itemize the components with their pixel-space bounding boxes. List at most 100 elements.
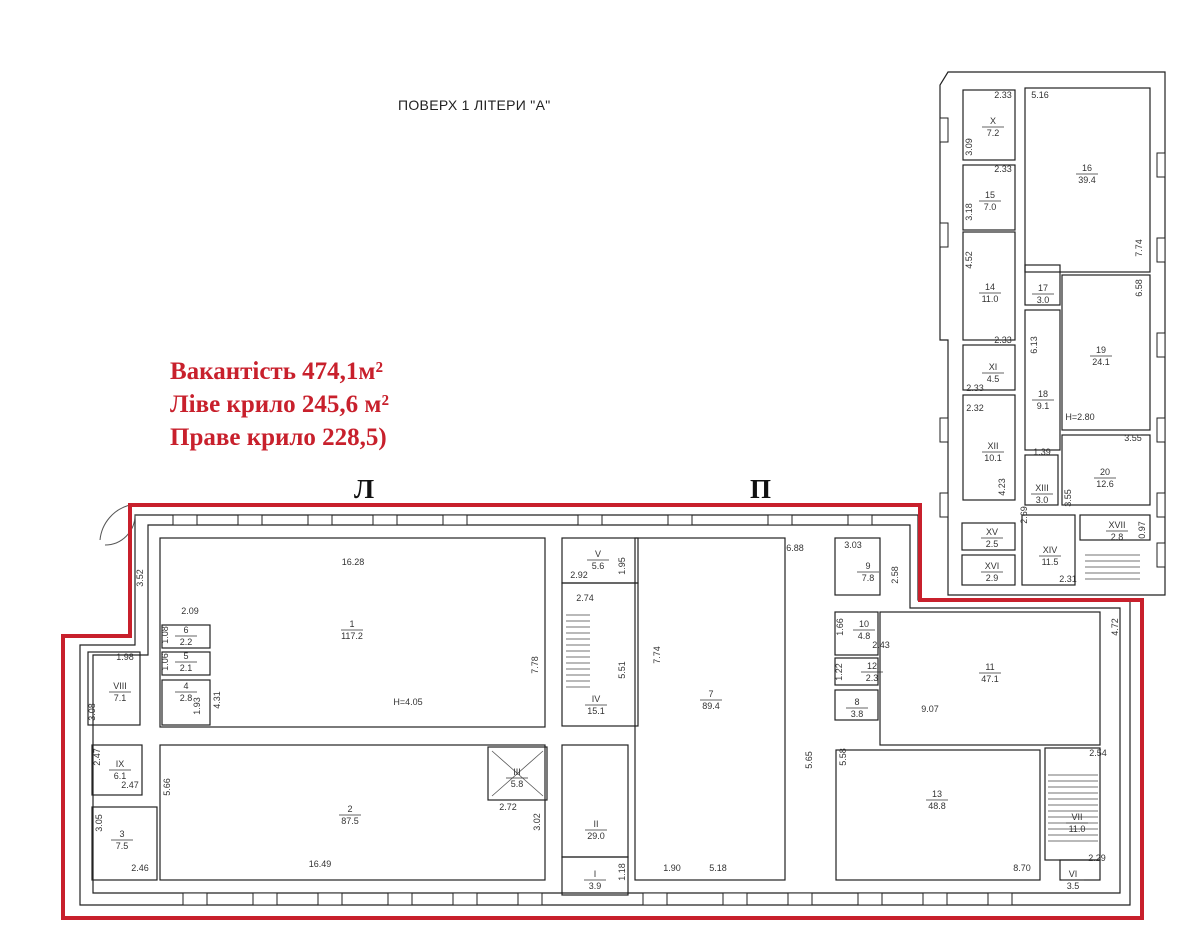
window bbox=[667, 514, 693, 526]
room-number: I bbox=[594, 869, 597, 879]
room-area: 39.4 bbox=[1078, 175, 1096, 185]
window bbox=[857, 892, 883, 906]
floor-title: ПОВЕРХ 1 ЛІТЕРИ "А" bbox=[398, 97, 551, 113]
room-outline bbox=[961, 554, 1016, 586]
dimension-label: 2.09 bbox=[181, 606, 199, 616]
room-number: 13 bbox=[932, 789, 942, 799]
room-number: 19 bbox=[1096, 345, 1106, 355]
room-outline bbox=[962, 89, 1016, 161]
dimension-label: 2.33 bbox=[966, 383, 984, 393]
room-area: 10.1 bbox=[984, 453, 1002, 463]
dimension-label: 1.90 bbox=[663, 863, 681, 873]
room-number: XVI bbox=[985, 561, 1000, 571]
room-outline bbox=[1024, 264, 1061, 306]
dimension-label: 16.49 bbox=[309, 859, 332, 869]
dimension-label: 0.97 bbox=[1137, 521, 1147, 539]
dimension-label: 1.39 bbox=[1033, 447, 1051, 457]
vacancy-right-wing: Праве крило 228,5) bbox=[170, 424, 387, 451]
room-12: 122.3 bbox=[834, 657, 883, 686]
room-number: 2 bbox=[347, 804, 352, 814]
dimension-label: 1.98 bbox=[116, 652, 134, 662]
room-area: 7.1 bbox=[114, 693, 127, 703]
window bbox=[172, 514, 198, 526]
dimension-label: 3.09 bbox=[964, 138, 974, 156]
window bbox=[252, 892, 278, 906]
dimension-label: 6.88 bbox=[786, 543, 804, 553]
room-outline bbox=[962, 394, 1016, 501]
room-outline bbox=[1024, 87, 1151, 273]
room-area: 2.8 bbox=[180, 693, 193, 703]
dimension-label: 6.13 bbox=[1029, 336, 1039, 354]
dimension-label: 1.93 bbox=[192, 697, 202, 715]
dimension-label: 3.02 bbox=[532, 813, 542, 831]
room-7: 789.4 bbox=[634, 537, 786, 881]
room-number: 1 bbox=[349, 619, 354, 629]
window bbox=[387, 892, 413, 906]
room-area: 5.6 bbox=[592, 561, 605, 571]
window bbox=[442, 514, 468, 526]
dimension-label: 2.54 bbox=[1089, 748, 1107, 758]
dimension-label: 7.78 bbox=[530, 656, 540, 674]
room-outline bbox=[834, 611, 879, 656]
dimension-label: 7.74 bbox=[1134, 239, 1144, 257]
room-area: 48.8 bbox=[928, 801, 946, 811]
room-5: 52.1 bbox=[161, 651, 211, 676]
room-number: 18 bbox=[1038, 389, 1048, 399]
room-number: VII bbox=[1071, 812, 1082, 822]
room-9: 97.8 bbox=[834, 537, 881, 596]
room-outline bbox=[161, 651, 211, 676]
room-area: 7.2 bbox=[987, 128, 1000, 138]
room-number: 14 bbox=[985, 282, 995, 292]
room-outline bbox=[1061, 274, 1151, 431]
room-outline bbox=[834, 689, 879, 721]
room-outline bbox=[561, 582, 639, 727]
dimension-label: 1.66 bbox=[835, 618, 845, 636]
room-area: 2.2 bbox=[180, 637, 193, 647]
dimension-label: 3.08 bbox=[87, 703, 97, 721]
room-outline bbox=[834, 657, 879, 686]
room-area: 2.8 bbox=[1111, 532, 1124, 542]
dimension-label: 2.43 bbox=[872, 640, 890, 650]
dimension-label: 1.08 bbox=[160, 626, 170, 644]
dimension-label: 5.58 bbox=[838, 748, 848, 766]
room-area: 11.0 bbox=[982, 294, 999, 304]
room-area: 2.9 bbox=[986, 573, 999, 583]
room-outline bbox=[962, 164, 1016, 231]
room-VI: VI 3.5 bbox=[1059, 859, 1101, 891]
dimension-label: 3.55 bbox=[1063, 489, 1073, 507]
dimension-label: 5.66 bbox=[162, 778, 172, 796]
room-area: 12.6 bbox=[1096, 479, 1114, 489]
dimension-label: 3.03 bbox=[844, 540, 862, 550]
spiral-stair bbox=[99, 504, 136, 546]
dimension-label: 2.58 bbox=[890, 566, 900, 584]
dimension-label: 2.47 bbox=[121, 780, 139, 790]
dimension-label: H=4.05 bbox=[393, 697, 422, 707]
room-outline bbox=[1061, 434, 1151, 506]
room-17: 173.0 bbox=[1024, 264, 1061, 306]
window bbox=[317, 892, 343, 906]
room-number: VI bbox=[1069, 869, 1078, 879]
room-18: 189.1 bbox=[1024, 309, 1061, 451]
room-area: 7.8 bbox=[862, 573, 875, 583]
room-2: 287.5 bbox=[159, 744, 546, 881]
dimension-label: 4.72 bbox=[1110, 618, 1120, 636]
room-area: 87.5 bbox=[341, 816, 359, 826]
dimension-label: 4.31 bbox=[212, 691, 222, 709]
room-number: 11 bbox=[985, 662, 994, 672]
room-area: 2.5 bbox=[986, 539, 999, 549]
room-outline bbox=[879, 611, 1101, 746]
room-area: 7.5 bbox=[116, 841, 129, 851]
dimension-label: H=2.80 bbox=[1065, 412, 1094, 422]
room-outline bbox=[91, 806, 158, 881]
room-area: 11.5 bbox=[1042, 557, 1059, 567]
left-wing-label: Л bbox=[354, 474, 375, 504]
window bbox=[577, 514, 603, 526]
room-area: 3.5 bbox=[1067, 881, 1080, 891]
